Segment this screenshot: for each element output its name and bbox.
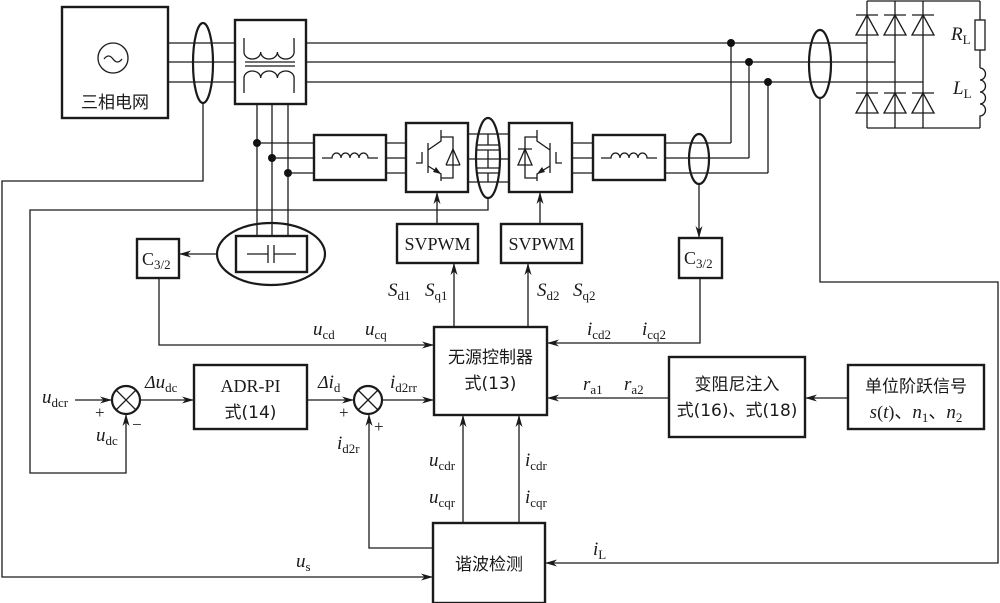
load-current-sensor	[807, 28, 833, 100]
label-delta-u-dc: Δudc	[144, 372, 178, 395]
ac-source-icon	[97, 42, 129, 74]
diode-icon	[517, 147, 533, 166]
label-R-L: RL	[950, 24, 971, 47]
label-r-a1: ra1	[583, 374, 603, 397]
label-u-cq: ucq	[365, 319, 387, 342]
wire-iL-feedback	[545, 98, 999, 567]
svg-text:式(14): 式(14)	[225, 403, 277, 423]
svg-text:式(16)、式(18): 式(16)、式(18)	[677, 401, 798, 421]
svg-text:SVPWM: SVPWM	[404, 234, 470, 254]
capacitor-icon	[477, 134, 499, 182]
grid-voltage-sensor	[191, 21, 215, 105]
igbt-icon	[416, 130, 461, 181]
label-i-d2r: id2r	[337, 433, 360, 456]
inductor-icon	[601, 152, 657, 159]
circle-x-icon	[115, 389, 137, 411]
wire-ucd-ucq	[158, 278, 434, 349]
label-L-L: LL	[952, 78, 972, 101]
label-r-a2: ra2	[624, 374, 644, 397]
svg-text:ADR-PI: ADR-PI	[220, 376, 280, 396]
svg-text:C3/2: C3/2	[142, 249, 171, 272]
svg-text:单位阶跃信号: 单位阶跃信号	[865, 377, 967, 397]
dc-link	[468, 116, 509, 200]
converter-1-block	[404, 121, 470, 194]
label-u-cdr: ucdr	[429, 450, 456, 473]
unit-step-signal-block: 单位阶跃信号 s(t)、n1、n2	[846, 363, 986, 431]
compensation-current-sensor	[687, 132, 711, 186]
label-i-cd2: icd2	[587, 319, 611, 342]
label-S-d2: Sd2	[537, 280, 560, 303]
rectifier-load: RL LL	[854, 0, 987, 129]
svg-text:C3/2: C3/2	[684, 248, 713, 271]
svg-text:无源控制器: 无源控制器	[448, 348, 533, 368]
grid-label: 三相电网	[81, 93, 149, 113]
diode-icon	[445, 148, 461, 166]
label-S-q1: Sq1	[425, 280, 448, 303]
inductor-1-block	[312, 133, 406, 182]
capacitor-icon	[247, 245, 296, 263]
igbt-icon	[517, 130, 562, 181]
svg-text:变阻尼注入: 变阻尼注入	[695, 375, 780, 395]
adr-pi-block: ADR-PI 式(14)	[192, 363, 309, 431]
label-i-cq2: icq2	[642, 319, 666, 342]
harmonic-detection-block: 谐波检测	[431, 521, 547, 603]
sign-sum2-input: +	[339, 403, 349, 422]
circle-x-icon	[357, 389, 379, 411]
load-inductor-icon	[979, 67, 987, 128]
resistor-icon	[974, 19, 986, 51]
svpwm-1-block: SVPWM	[395, 222, 480, 265]
secondary-bus	[253, 104, 314, 236]
svg-text:SVPWM: SVPWM	[508, 234, 574, 254]
inductor-2-block	[591, 133, 768, 182]
filter-capacitor-block	[215, 221, 327, 287]
svpwm-2-block: SVPWM	[499, 222, 584, 265]
clarke-transform-left-block: C3/2	[135, 237, 181, 280]
label-i-cqr: icqr	[525, 487, 548, 510]
variable-damping-block: 变阻尼注入 式(16)、式(18)	[667, 355, 807, 439]
label-u-cqr: ucqr	[429, 487, 456, 510]
pcc-connections	[727, 39, 772, 173]
sign-sum1-ref: +	[95, 403, 105, 422]
label-i-cdr: icdr	[525, 450, 548, 473]
transformer-block	[233, 18, 308, 106]
main-bus	[168, 42, 923, 83]
svg-text:式(13): 式(13)	[465, 374, 517, 394]
label-u-cd: ucd	[313, 319, 335, 342]
label-i-L: iL	[593, 539, 606, 562]
signal-labels: Sd1 Sq1 Sd2 Sq2 ucd ucq icd2 icq2 ra1 ra…	[42, 280, 666, 574]
sign-sum2-ref: +	[374, 417, 384, 436]
label-u-dc: udc	[96, 425, 118, 448]
wire-udc-feedback	[29, 198, 489, 474]
inductor-icon	[322, 152, 378, 159]
label-u-s: us	[296, 551, 311, 574]
converter-2-block	[507, 121, 593, 194]
label-i-d2rr: id2rr	[390, 372, 418, 395]
label-S-d1: Sd1	[388, 280, 411, 303]
svg-text:谐波检测: 谐波检测	[455, 555, 523, 575]
label-u-dcr: udcr	[42, 387, 69, 410]
wire-icd2-icq2	[547, 278, 701, 347]
sign-sum1-feedback: −	[132, 415, 142, 434]
three-phase-grid-block: 三相电网	[60, 5, 170, 120]
summing-junction-1	[110, 384, 142, 416]
passivity-controller-block: 无源控制器 式(13)	[432, 325, 549, 417]
diode-icon	[854, 13, 936, 114]
wire-id2r	[365, 414, 433, 549]
label-delta-i-d: Δid	[317, 372, 341, 395]
wire-us-feedback	[1, 103, 433, 581]
summing-junction-2	[352, 384, 384, 416]
transformer-icon	[243, 37, 295, 94]
svg-text:s(t)、n1、n2: s(t)、n1、n2	[870, 402, 963, 425]
clarke-transform-right-block: C3/2	[677, 236, 724, 280]
label-S-q2: Sq2	[573, 280, 596, 303]
